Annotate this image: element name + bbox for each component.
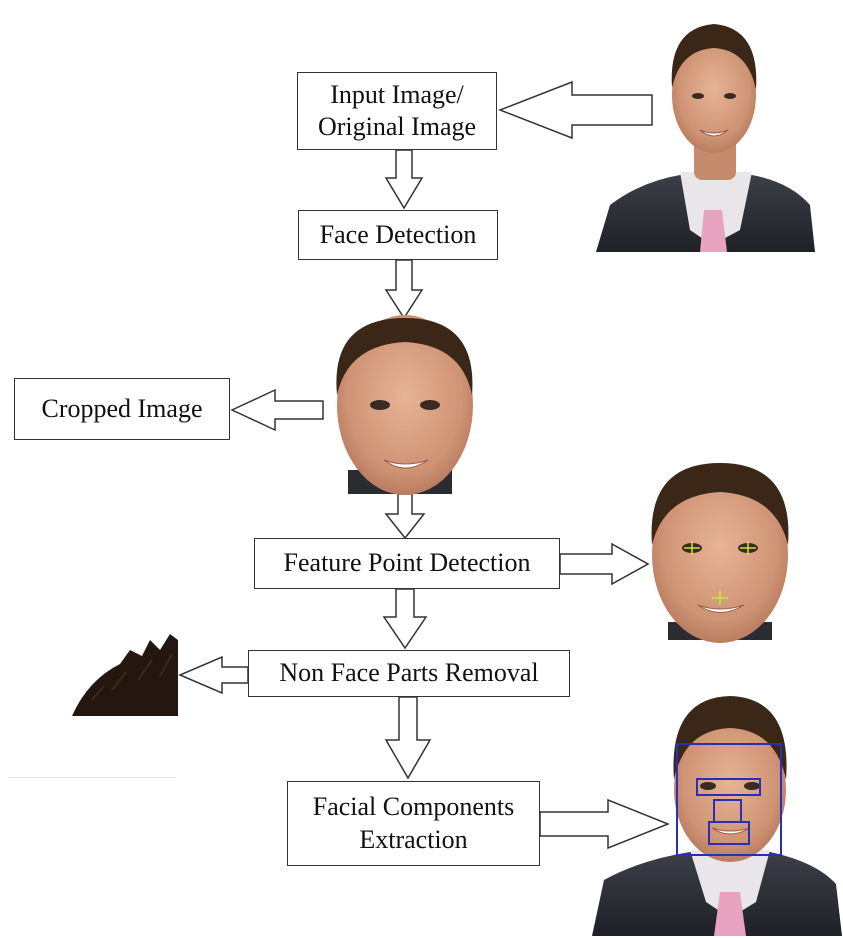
mouth-bounding-box (708, 821, 750, 845)
arrow-removal-to-hair (178, 655, 249, 695)
arrow-face-detection-to-face (384, 259, 424, 320)
feature-points-face-image (651, 463, 789, 643)
arrow-feature-to-removal (382, 588, 428, 650)
arrow-face-to-cropped (230, 388, 324, 432)
non-face-parts-removal-label: Non Face Parts Removal (279, 658, 539, 688)
face-detection-label: Face Detection (319, 219, 477, 249)
arrow-removal-to-components (384, 696, 432, 780)
facial-components-label-line1: Facial Components (312, 792, 515, 821)
input-image-label-line2: Original Image (317, 112, 477, 141)
component-detection-face-image (592, 696, 842, 936)
arrow-face-to-feature (384, 493, 426, 540)
input-image-box: Input Image/ Original Image (297, 72, 497, 150)
eyes-bounding-box (696, 778, 761, 796)
cropped-image-box: Cropped Image (14, 378, 230, 440)
feature-point-markers (684, 541, 756, 605)
cropped-image-label: Cropped Image (41, 393, 203, 423)
faint-divider (8, 777, 176, 778)
facial-components-label-line2: Extraction (359, 824, 468, 854)
face-bounding-box (676, 743, 782, 856)
input-image-label-line1: Input Image/ (330, 79, 464, 109)
detection-boxes (676, 743, 782, 856)
arrow-input-to-face-detection (384, 149, 424, 210)
original-portrait-image (596, 24, 815, 252)
removed-hair-image (72, 634, 178, 716)
facial-components-extraction-box: Facial Components Extraction (287, 781, 540, 866)
feature-point-detection-box: Feature Point Detection (254, 538, 560, 589)
arrow-photo-to-input (497, 80, 653, 140)
arrow-components-to-detected (539, 798, 671, 850)
non-face-parts-removal-box: Non Face Parts Removal (248, 650, 570, 697)
face-detection-box: Face Detection (298, 210, 498, 260)
arrow-feature-to-landmarks (559, 542, 650, 586)
feature-point-detection-label: Feature Point Detection (283, 548, 531, 578)
cropped-face-image (336, 315, 473, 495)
